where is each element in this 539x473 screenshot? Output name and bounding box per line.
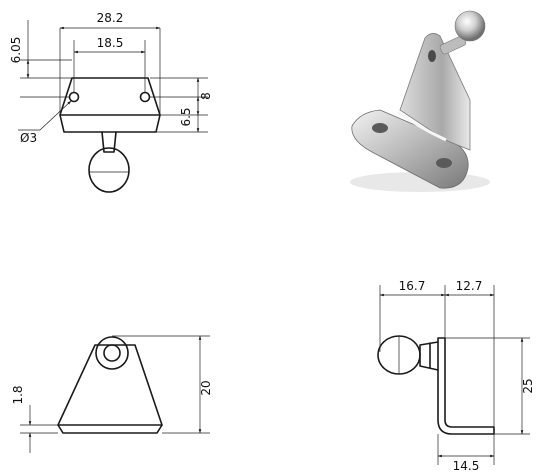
top-view-plate-bottom — [59, 114, 161, 133]
dim-width-overall: 28.2 — [97, 11, 124, 25]
dim-thickness: 1.8 — [11, 385, 25, 404]
top-view-stud — [101, 131, 117, 153]
top-view-plate — [59, 77, 161, 116]
side-view-bracket — [437, 337, 495, 435]
photo-hole-2 — [436, 158, 452, 168]
front-view-boss — [95, 336, 129, 370]
dim-height-8: 8 — [199, 92, 213, 100]
dim-hole-diameter: Ø3 — [20, 131, 37, 145]
top-view-hole-right — [139, 91, 151, 103]
dim-height-65: 6.5 — [179, 107, 193, 126]
front-view-hole — [103, 344, 121, 362]
top-view-ball — [88, 147, 130, 193]
top-view: 28.2 18.5 6.05 8 6.5 Ø3 — [9, 11, 213, 193]
dim-base-length: 14.5 — [453, 459, 480, 473]
dim-bracket-depth: 12.7 — [456, 279, 483, 293]
dim-front-height: 20 — [199, 380, 213, 395]
front-view-body — [57, 344, 163, 434]
front-view: 20 1.8 — [11, 335, 213, 453]
dim-side-height: 25 — [521, 378, 535, 393]
dim-hole-spacing: 18.5 — [97, 36, 124, 50]
top-view-hole-left — [68, 91, 80, 103]
product-photo — [350, 10, 490, 192]
side-view-stud — [419, 341, 439, 371]
photo-vertical-plate — [399, 33, 471, 151]
dim-top-offset: 6.05 — [9, 37, 23, 64]
side-view: 16.7 12.7 25 14.5 — [377, 279, 535, 473]
dim-ball-offset: 16.7 — [399, 279, 426, 293]
photo-hole-1 — [372, 123, 388, 133]
photo-ball — [454, 10, 486, 42]
